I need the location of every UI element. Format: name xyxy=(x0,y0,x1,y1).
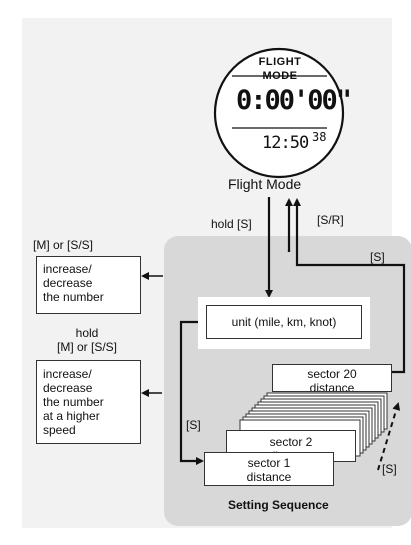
sector1-box: sector 1 distance xyxy=(204,452,334,486)
increase-decrease-fast-box: increase/ decrease the number at a highe… xyxy=(36,360,141,444)
return-arrow-from-sector20 xyxy=(293,198,406,374)
unit-setting-box: unit (mile, km, knot) xyxy=(198,297,370,349)
hold-s-label: hold [S] xyxy=(211,217,252,231)
dashed-s-arrow xyxy=(377,402,401,471)
s-arrow-to-sector1 xyxy=(179,320,204,465)
sector20-box: sector 20 distance xyxy=(272,364,392,392)
hold-m-or-ss-label: hold [M] or [S/S] xyxy=(56,326,117,354)
m-or-ss-label: [M] or [S/S] xyxy=(33,238,94,252)
s-label-dashed: [S] xyxy=(382,462,397,476)
s-label-left: [S] xyxy=(186,418,201,432)
flight-mode-caption: Flight Mode xyxy=(228,176,302,192)
watch-clock-time: 12:50 xyxy=(262,133,309,153)
setting-sequence-caption: Setting Sequence xyxy=(228,498,329,512)
increase-decrease-box: increase/ decrease the number xyxy=(36,256,141,314)
watch-elapsed-time: 0:00'00" xyxy=(236,85,352,116)
s-r-label: [S/R] xyxy=(317,213,344,227)
watch-face xyxy=(213,47,345,179)
watch-clock-seconds: 38 xyxy=(312,130,327,144)
unit-label: unit (mile, km, knot) xyxy=(206,305,362,339)
s-label-right: [S] xyxy=(370,250,385,264)
watch-mode-title: FLIGHT MODE xyxy=(258,56,302,82)
